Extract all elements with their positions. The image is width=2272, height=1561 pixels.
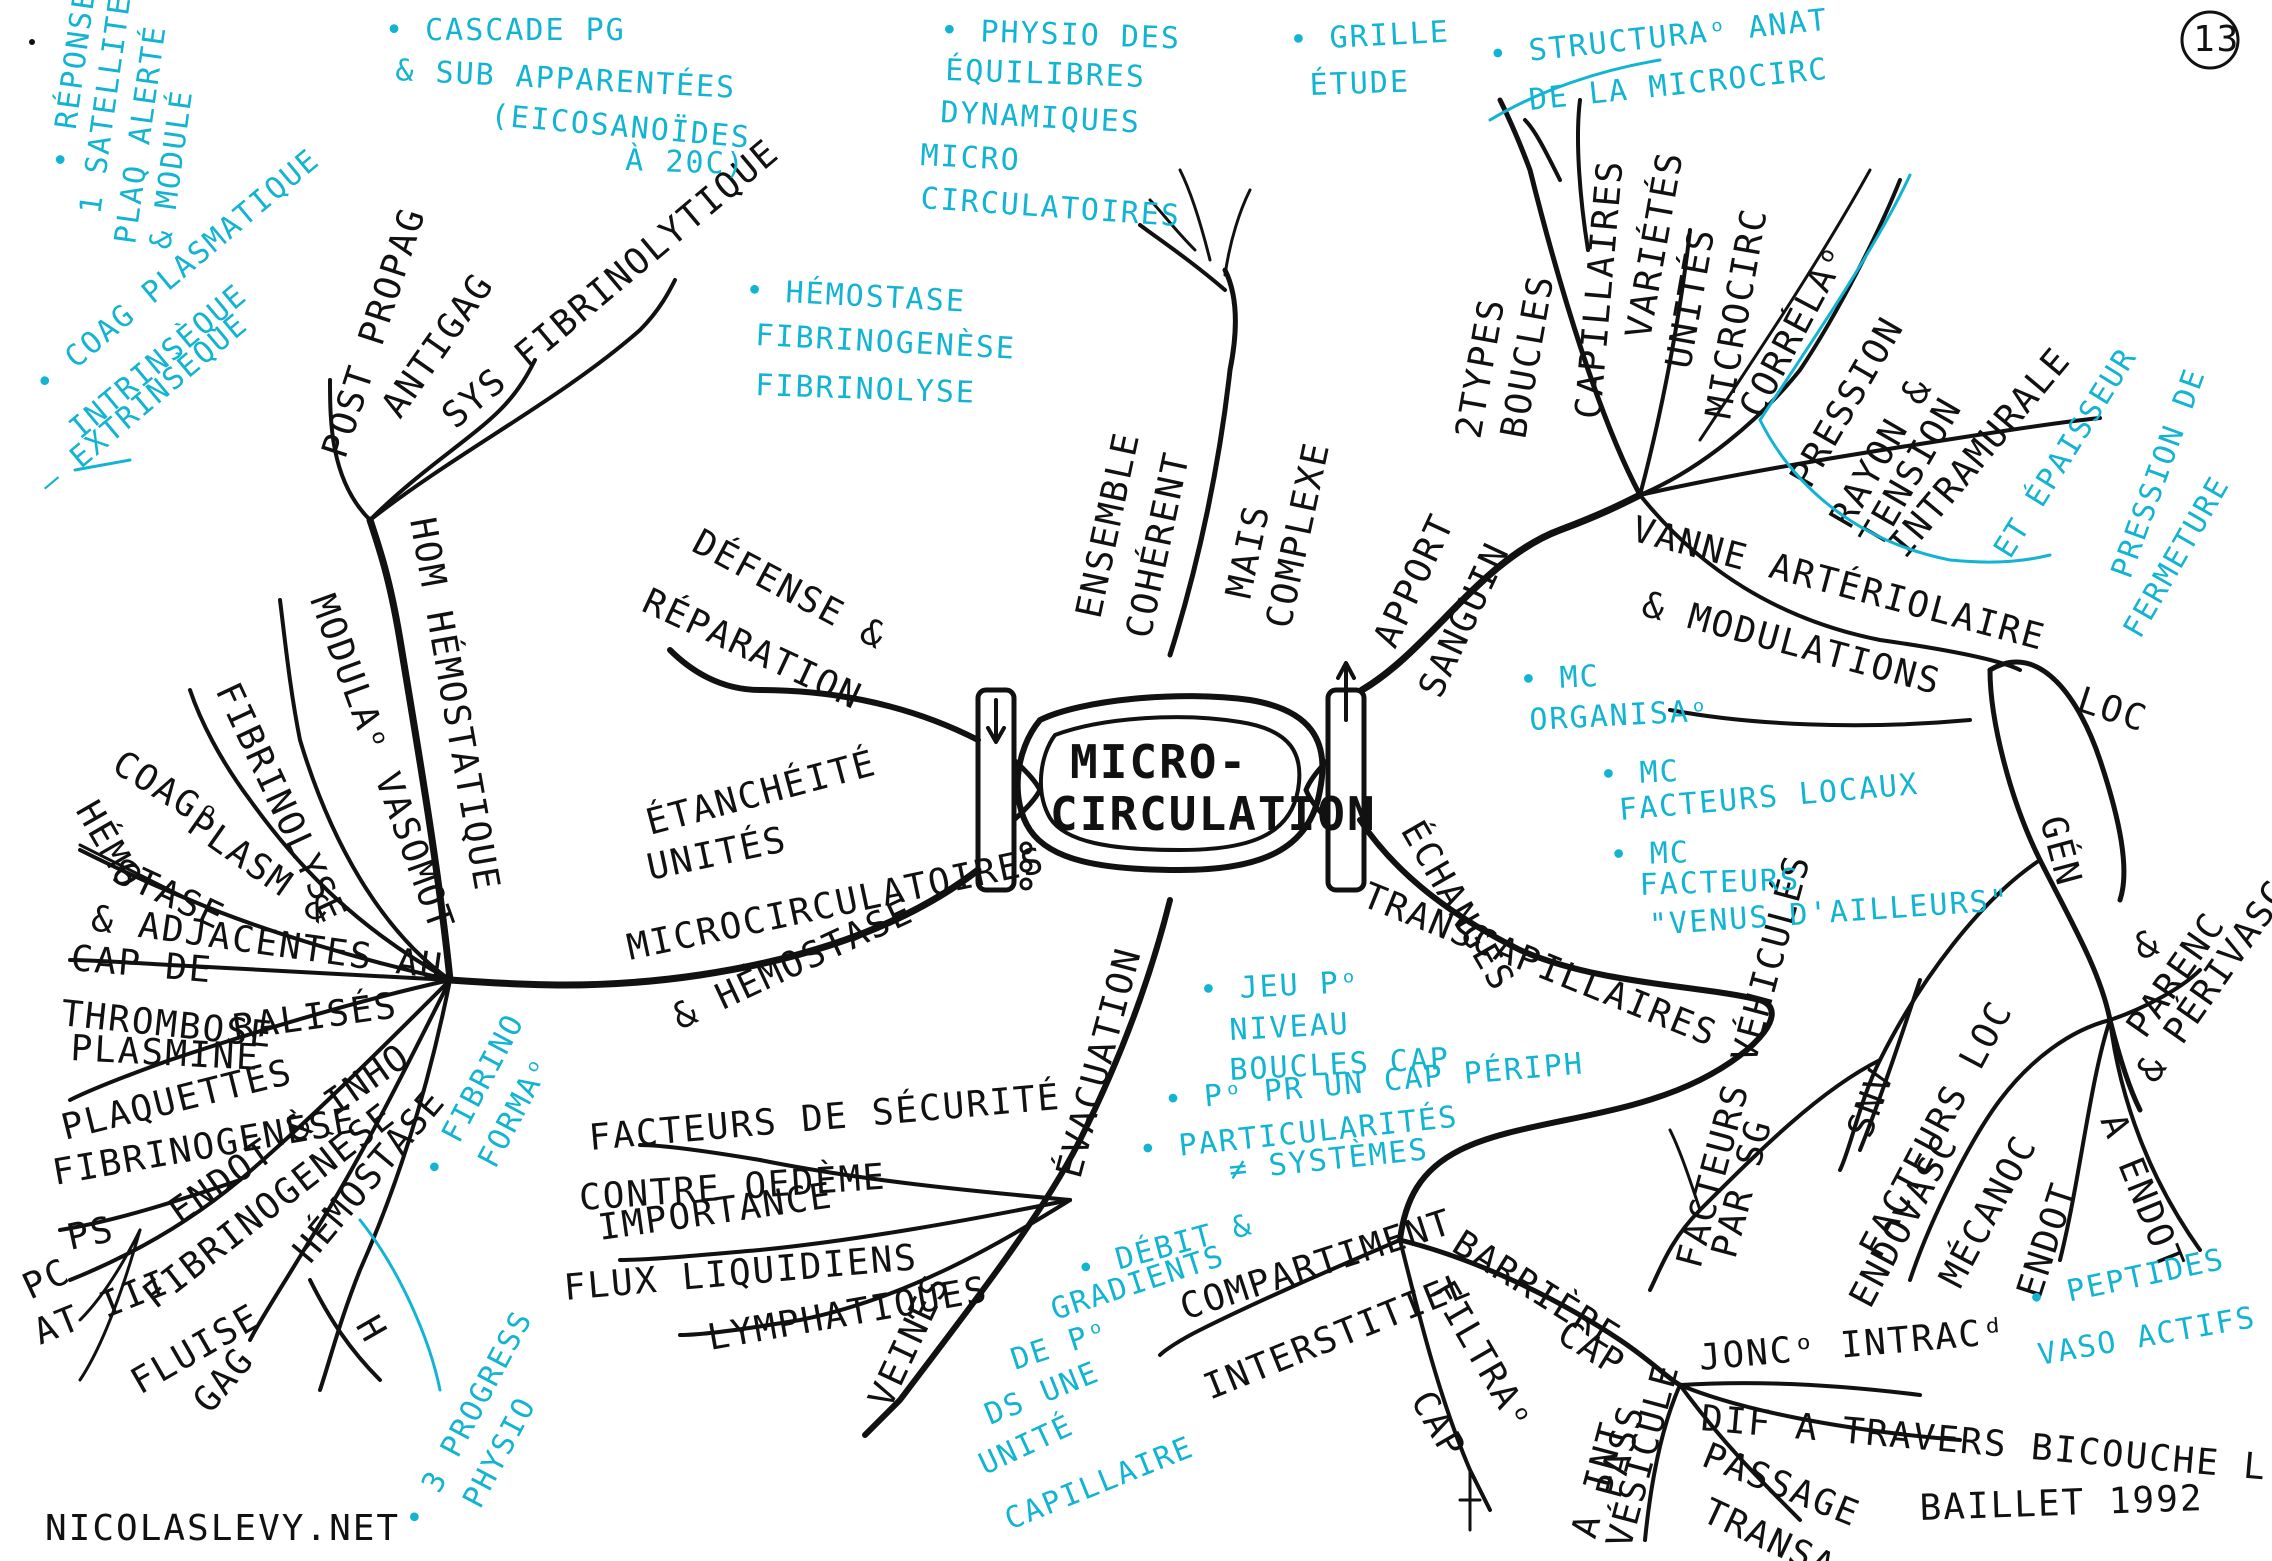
label-ps: PS <box>63 1209 118 1259</box>
note-physio-2: ÉQUILIBRES <box>945 52 1147 95</box>
label-loc: LOC <box>2072 680 2152 741</box>
label-gen: GÉN <box>2031 811 2090 890</box>
note-physio-5: CIRCULATOIRES <box>919 181 1182 234</box>
note-peptides-2: VASO ACTIFS <box>2035 1300 2258 1373</box>
label-transcapillaires: TRANSCAPILLAIRES <box>1357 875 1724 1055</box>
label-jonc: JONCᵒ INTRACᵈ <box>1697 1311 2007 1379</box>
note-physio-4: MICRO <box>920 138 1022 178</box>
note-extrinseque: — EXTRINSÈQUE <box>32 306 255 501</box>
note-mc-ailleurs-2: FACTEURS <box>1639 862 1801 903</box>
note-hemostase-1: • HÉMOSTASE <box>745 272 967 320</box>
label-capillaires: CAPILLAIRES <box>1568 158 1632 421</box>
note-jeu-2: NIVEAU <box>1229 1007 1351 1048</box>
dot-mark <box>29 39 35 45</box>
page-meta: 13 NICOLASLEVY.NET BAILLET 1992 <box>29 10 2240 1549</box>
note-grille-1: • GRILLE <box>1289 15 1451 58</box>
note-cascade-4: À 20C) <box>625 142 747 182</box>
note-hemostase-3: FIBRINOLYSE <box>755 368 977 411</box>
note-physio-1: • PHYSIO DES <box>940 13 1182 56</box>
note-physio-3: DYNAMIQUES <box>940 95 1142 140</box>
note-grille-2: ÉTUDE <box>1309 64 1411 103</box>
label-snv: SNV <box>1840 1062 1903 1143</box>
center-title-line1: MICRO- <box>1070 735 1248 789</box>
footer-site: NICOLASLEVY.NET <box>45 1508 400 1549</box>
note-mc-org-1: • MC <box>1519 659 1601 698</box>
page-number-circle <box>2180 10 2240 70</box>
annotation-lines <box>73 58 2052 1392</box>
label-post-propag: POST PROPAG <box>315 202 434 462</box>
label-h: H <box>347 1309 394 1350</box>
note-jeu-1: • JEU Pᵒ <box>1199 965 1361 1008</box>
note-hemostase-2: FIBRINOGENÈSE <box>755 317 1017 367</box>
label-facteurs-securite: FACTEURS DE SÉCURITÉ <box>587 1076 1062 1159</box>
label-ralises: RALISÉS <box>230 984 400 1049</box>
note-mc-ailleurs-1: • MC <box>1609 835 1690 873</box>
note-mc-org-2: ORGANISAᵒ <box>1529 694 1711 738</box>
branch-lines <box>58 97 2202 1542</box>
note-cascade-2: & SUB APPARENTÉES <box>395 52 737 106</box>
branch-labels: APPORT SANGUIN 2TYPES BOUCLES CAPILLAIRE… <box>16 132 2272 1561</box>
note-cascade-1: • CASCADE PG <box>385 13 626 48</box>
label-plasmine: PLASMINE <box>70 1028 261 1079</box>
footer-credit: BAILLET 1992 <box>1919 1478 2204 1529</box>
page-number: 13 <box>2193 19 2240 60</box>
central-node: MICRO- CIRCULATION <box>975 661 1377 893</box>
note-mc-locaux-1: • MC <box>1599 754 1681 793</box>
center-title-line2: CIRCULATION <box>1050 787 1377 841</box>
label-evacuation: ÉVACUATION <box>1048 943 1150 1183</box>
